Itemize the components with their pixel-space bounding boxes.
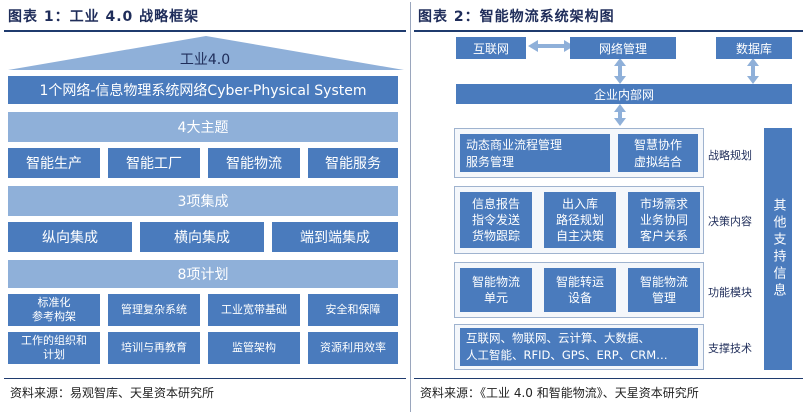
- theme-box: 智能工厂: [108, 148, 200, 178]
- module-box: 智能物流 单元: [460, 268, 532, 312]
- intranet-bar: 企业内部网: [456, 84, 792, 104]
- decision-col-3: 市场需求 业务协同 客户关系: [628, 192, 700, 248]
- plan-box: 工业宽带基础: [208, 294, 300, 326]
- right-title-rule: [414, 30, 803, 32]
- roof-shape: [8, 36, 404, 70]
- connector-arrows: [528, 40, 759, 126]
- plan-box: 安全和保障: [308, 294, 398, 326]
- theme-box: 智能服务: [308, 148, 398, 178]
- roof-label: 工业4.0: [179, 52, 231, 68]
- integration-box: 横向集成: [140, 222, 264, 252]
- database-box: 数据库: [716, 37, 792, 59]
- plan-box: 标准化 参考构架: [8, 294, 100, 326]
- modules-label: 功能模块: [708, 286, 752, 299]
- decision-col-2: 出入库 路径规划 自主决策: [544, 192, 616, 248]
- integration-box: 端到端集成: [272, 222, 398, 252]
- module-box: 智能物流 管理: [628, 268, 700, 312]
- strategy-label: 战略规划: [708, 149, 752, 162]
- strategy-box-b: 智慧协作 虚拟结合: [618, 134, 698, 172]
- strategy-box-a: 动态商业流程管理 服务管理: [460, 134, 610, 172]
- plan-box: 资源利用效率: [308, 332, 398, 364]
- plans-header: 8项计划: [8, 260, 398, 288]
- integration-box: 纵向集成: [8, 222, 132, 252]
- internet-box: 互联网: [456, 37, 526, 59]
- themes-header: 4大主题: [8, 112, 398, 142]
- support-box: 互联网、物联网、云计算、大数据、 人工智能、RFID、GPS、ERP、CRM…: [460, 328, 698, 366]
- plan-box: 培训与再教育: [108, 332, 200, 364]
- left-figure-title: 图表 1：工业 4.0 战略框架: [8, 9, 200, 25]
- decision-label: 决策内容: [708, 215, 752, 228]
- network-management-box: 网络管理: [570, 37, 676, 59]
- plan-box: 监管架构: [208, 332, 300, 364]
- support-label: 支撑技术: [708, 342, 752, 355]
- integration-header: 3项集成: [8, 186, 398, 216]
- network-bar: 1个网络-信息物理系统网络Cyber-Physical System: [8, 76, 398, 104]
- right-source-rule: [414, 378, 803, 379]
- decision-col-1: 信息报告 指令发送 货物跟踪: [460, 192, 532, 248]
- theme-box: 智能物流: [208, 148, 300, 178]
- plan-box: 工作的组织和 计划: [8, 332, 100, 364]
- theme-box: 智能生产: [8, 148, 100, 178]
- left-source-rule: [4, 378, 406, 379]
- plan-box: 管理复杂系统: [108, 294, 200, 326]
- right-figure-title: 图表 2：智能物流系统架构图: [418, 9, 615, 25]
- module-box: 智能转运 设备: [544, 268, 616, 312]
- panel-divider: [410, 2, 411, 412]
- other-support-info: 其他支持信息: [764, 128, 792, 370]
- left-source: 资料来源：易观智库、天星资本研究所: [10, 386, 215, 400]
- left-title-rule: [4, 30, 406, 32]
- right-source: 资料来源：《工业 4.0 和智能物流》、天星资本研究所: [420, 386, 699, 400]
